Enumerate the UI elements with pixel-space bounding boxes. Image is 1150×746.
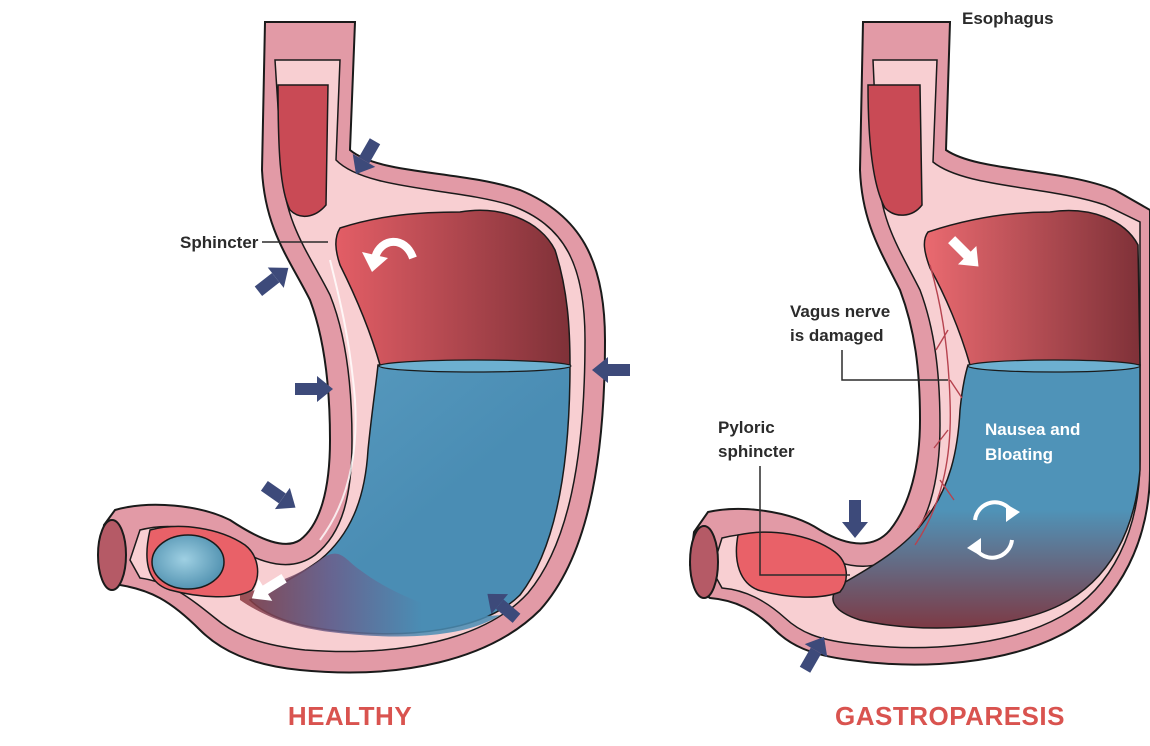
nausea-label-line2: Bloating [985, 445, 1053, 464]
pyloric-label-line2: sphincter [718, 442, 795, 461]
gastroparesis-title: GASTROPARESIS [835, 701, 1065, 731]
nausea-label-line1: Nausea and [985, 420, 1080, 439]
healthy-sphincter-label: Sphincter [180, 233, 259, 252]
healthy-esophagus-lumen [278, 85, 328, 216]
healthy-duodenum-opening [98, 520, 126, 590]
vagus-label-line2: is damaged [790, 326, 884, 345]
esophagus-label: Esophagus [962, 9, 1054, 28]
gastroparesis-duodenum-opening [690, 526, 718, 598]
healthy-title: HEALTHY [288, 701, 412, 731]
gastroparesis-stomach: Esophagus Vagus nerve is damaged Pyloric… [690, 9, 1150, 731]
pyloric-label-line1: Pyloric [718, 418, 775, 437]
healthy-food-bolus [152, 535, 224, 589]
healthy-stomach: Sphincter HEALTHY [98, 22, 630, 731]
healthy-fluid-surface [379, 360, 571, 372]
vagus-label-line1: Vagus nerve [790, 302, 890, 321]
gastroparesis-fluid-surface [968, 360, 1140, 372]
